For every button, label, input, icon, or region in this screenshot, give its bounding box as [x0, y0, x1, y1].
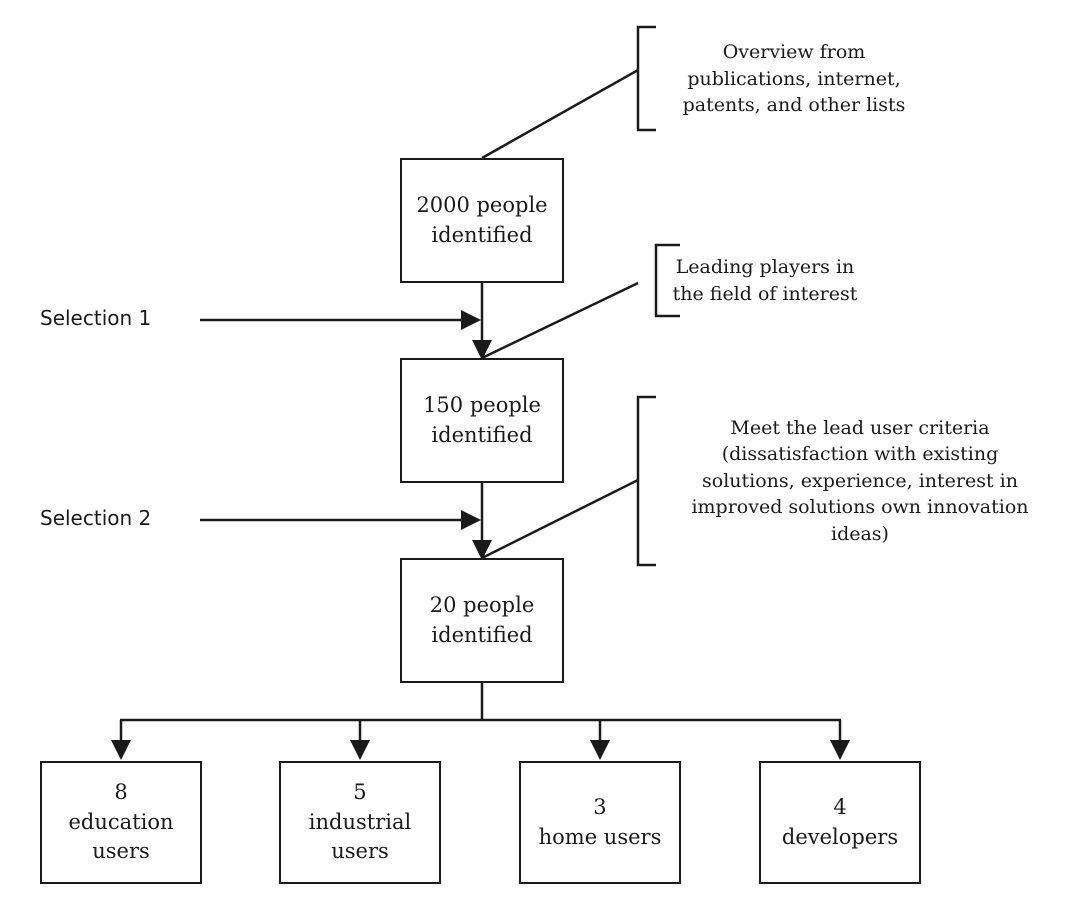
stage-line: identified [431, 222, 533, 247]
note-line: improved solutions own innovation [691, 496, 1029, 519]
note-leading-players: Leading players in the field of interest [650, 245, 880, 317]
note-line: Leading players in [675, 256, 855, 279]
group-line: industrial [308, 809, 412, 834]
note-line: publications, internet, [687, 67, 901, 90]
group-line: users [331, 839, 389, 864]
note-line: Overview from [722, 41, 866, 64]
note-line: patents, and other lists [682, 94, 906, 117]
group-count: 8 [114, 780, 128, 805]
stage-line: 20 people [429, 593, 535, 618]
note-line: (dissatisfaction with existing [721, 443, 999, 466]
note-line: ideas) [831, 522, 889, 545]
stage-line: 2000 people [416, 193, 548, 218]
group-count: 5 [353, 780, 367, 805]
note-line: Meet the lead user criteria [730, 416, 990, 439]
stage-box-20: 20 people identified [400, 558, 564, 683]
note-1-bracket [636, 25, 656, 132]
note-3-bracket [636, 395, 656, 567]
group-count: 3 [593, 795, 607, 820]
stage-line: identified [431, 422, 533, 447]
group-box-developers: 4 developers [759, 761, 921, 884]
group-line: users [92, 839, 150, 864]
note-line: solutions, experience, interest in [702, 469, 1018, 492]
stage-line: 150 people [423, 393, 541, 418]
stage-line: identified [431, 622, 533, 647]
group-line: developers [781, 824, 899, 849]
selection-1-label: Selection 1 [40, 306, 152, 330]
note-1-connector [481, 68, 639, 160]
group-box-home-users: 3 home users [519, 761, 681, 884]
selection-2-label: Selection 2 [40, 506, 152, 530]
group-box-industrial: 5 industrial users [279, 761, 441, 884]
group-line: home users [538, 824, 662, 849]
note-overview: Overview from publications, internet, pa… [654, 28, 934, 130]
note-2-connector [481, 281, 639, 360]
group-count: 4 [833, 795, 847, 820]
note-lead-user-criteria: Meet the lead user criteria (dissatisfac… [650, 398, 1070, 564]
group-line: education [68, 809, 174, 834]
stage-box-150: 150 people identified [400, 358, 564, 483]
note-2-bracket [654, 243, 680, 318]
note-line: the field of interest [672, 283, 858, 305]
group-box-education: 8 education users [40, 761, 202, 884]
stage-box-2000: 2000 people identified [400, 158, 564, 283]
note-3-connector [481, 478, 639, 560]
